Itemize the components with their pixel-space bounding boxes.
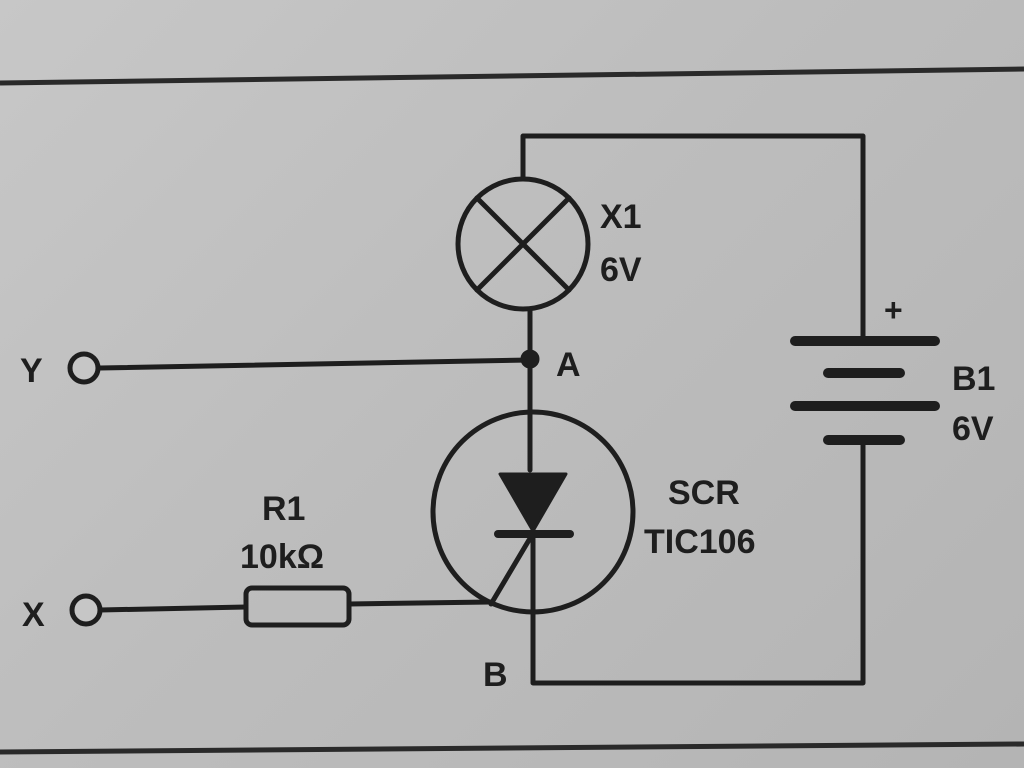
- scr-tic106: [430, 409, 636, 615]
- resistor-name-label: R1: [262, 490, 305, 528]
- top-border-line: [0, 66, 1024, 86]
- scr-gate-lead: [488, 537, 532, 607]
- resistor-r1: [243, 585, 352, 628]
- battery-b1: [790, 336, 940, 445]
- lamp-name-label: X1: [600, 198, 642, 236]
- node-b-label: B: [483, 656, 508, 694]
- scr-diode-triangle: [498, 472, 568, 533]
- wire-r1-to-gate: [346, 599, 494, 607]
- terminal-y-connector: [67, 351, 101, 385]
- bottom-border-line: [0, 741, 1024, 755]
- wire-y-to-node-a: [97, 357, 533, 371]
- terminal-x-connector: [69, 593, 103, 627]
- resistor-value-label: 10kΩ: [240, 538, 324, 576]
- battery-voltage-label: 6V: [952, 410, 994, 448]
- battery-name-label: B1: [952, 360, 995, 398]
- node-a-label: A: [556, 346, 581, 384]
- lamp-x1: [455, 176, 591, 312]
- lamp-cross-2: [474, 195, 572, 293]
- scr-part-label: TIC106: [644, 523, 756, 561]
- lamp-voltage-label: 6V: [600, 251, 642, 289]
- lamp-circle: [455, 176, 591, 312]
- node-a-junction: [520, 349, 540, 369]
- battery-plus-label: +: [884, 292, 903, 328]
- terminal-y-label: Y: [20, 352, 43, 390]
- terminal-x-label: X: [22, 596, 45, 634]
- wire-bottom-loop: [530, 442, 866, 686]
- scr-type-label: SCR: [668, 474, 740, 512]
- wire-x-to-r1: [97, 604, 249, 613]
- wire-top-loop: [520, 133, 866, 340]
